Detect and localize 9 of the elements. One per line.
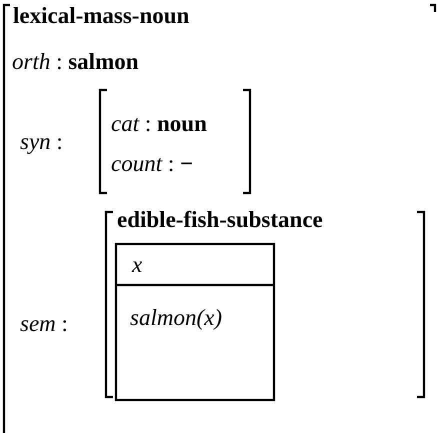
feature-value: count : − bbox=[111, 151, 194, 176]
type-label: lexical-mass-noun bbox=[13, 3, 190, 28]
type-label: edible-fish-substance bbox=[117, 207, 323, 232]
feature-value: syn : bbox=[20, 129, 63, 154]
feature-value: cat : noun bbox=[111, 111, 207, 136]
feature-value: sem : bbox=[20, 311, 68, 336]
feature-value: orth : salmon bbox=[12, 49, 139, 74]
drs-condition: x bbox=[132, 252, 142, 278]
drs-condition: salmon(x) bbox=[130, 305, 222, 330]
